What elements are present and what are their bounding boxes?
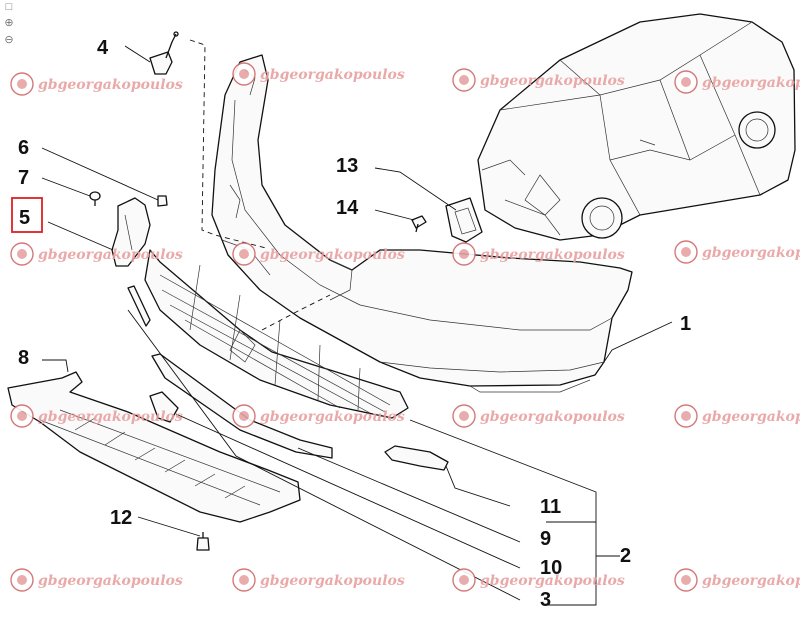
- watermark-layer: gbgeorgakopoulos gbgeorgakopoulos gbgeor…: [10, 62, 800, 592]
- watermark-logo: gbgeorgakopoulos: [452, 68, 625, 92]
- watermark-text: gbgeorgakopoulos: [260, 67, 405, 83]
- watermark-text: gbgeorgakopoulos: [480, 73, 625, 89]
- watermark-text: gbgeorgakopoulos: [38, 77, 183, 93]
- watermark-text: gbgeorgakopoulos: [260, 409, 405, 425]
- watermark-text: gbgeorgakopoulos: [480, 247, 625, 263]
- callout-12[interactable]: 12: [110, 507, 132, 529]
- callout-14[interactable]: 14: [336, 197, 359, 219]
- watermark-logo: gbgeorgakopoulos: [232, 404, 405, 428]
- callout-5[interactable]: 5: [19, 207, 30, 229]
- callout-10[interactable]: 10: [540, 557, 562, 579]
- watermark-logo: gbgeorgakopoulos: [674, 240, 800, 264]
- vehicle-illustration: [477, 13, 796, 241]
- underbody-shield-8: [7, 371, 301, 523]
- watermark-logo: gbgeorgakopoulos: [452, 242, 625, 266]
- watermark-logo: gbgeorgakopoulos: [674, 568, 800, 592]
- watermark-logo: gbgeorgakopoulos: [10, 242, 183, 266]
- callout-3[interactable]: 3: [540, 589, 551, 611]
- callout-2[interactable]: 2: [620, 545, 631, 567]
- zoom-out-icon[interactable]: ⊖: [4, 34, 14, 46]
- watermark-logo: gbgeorgakopoulos: [452, 404, 625, 428]
- callout-9[interactable]: 9: [540, 528, 551, 550]
- clip-6: [157, 195, 168, 207]
- leader-lines: [41, 45, 673, 606]
- watermark-logo: gbgeorgakopoulos: [10, 404, 183, 428]
- watermark-text: gbgeorgakopoulos: [702, 409, 800, 425]
- callout-8[interactable]: 8: [18, 347, 29, 369]
- watermark-text: gbgeorgakopoulos: [480, 573, 625, 589]
- watermark-text: gbgeorgakopoulos: [38, 573, 183, 589]
- watermark-text: gbgeorgakopoulos: [260, 247, 405, 263]
- watermark-logo: gbgeorgakopoulos: [232, 242, 405, 266]
- screw-7: [89, 191, 101, 206]
- watermark-logo: gbgeorgakopoulos: [232, 62, 405, 86]
- watermark-logo: gbgeorgakopoulos: [674, 404, 800, 428]
- watermark-text: gbgeorgakopoulos: [702, 573, 800, 589]
- watermark-text: gbgeorgakopoulos: [702, 75, 800, 91]
- fastener-12: [196, 532, 210, 551]
- mounting-bracket-4: [149, 31, 179, 75]
- callout-7[interactable]: 7: [18, 167, 29, 189]
- watermark-logo: gbgeorgakopoulos: [10, 568, 183, 592]
- front-bumper-shell: [211, 54, 633, 393]
- watermark-logo: gbgeorgakopoulos: [674, 70, 800, 94]
- watermark-logo: gbgeorgakopoulos: [10, 72, 183, 96]
- callout-5-highlight-box: [11, 197, 43, 233]
- zoom-in-icon[interactable]: ⊕: [4, 17, 14, 29]
- side-bracket-5: [111, 197, 151, 267]
- watermark-text: gbgeorgakopoulos: [38, 409, 183, 425]
- license-bracket-13: [445, 197, 483, 243]
- callout-4[interactable]: 4: [97, 37, 109, 59]
- callout-labels: 4 6 7 5 8 12 13 14 1 2 11 9 10 3: [11, 37, 691, 611]
- trim-strip-upper-left: [127, 285, 151, 327]
- trim-strip-lower-9: [151, 353, 333, 459]
- watermark-logo: gbgeorgakopoulos: [232, 568, 405, 592]
- watermark-text: gbgeorgakopoulos: [480, 409, 625, 425]
- trim-insert-10: [149, 391, 179, 423]
- watermark-text: gbgeorgakopoulos: [38, 247, 183, 263]
- page-icon[interactable]: □: [5, 1, 13, 13]
- watermark-logo: gbgeorgakopoulos: [452, 568, 625, 592]
- bolt-14: [411, 215, 427, 233]
- callout-13[interactable]: 13: [336, 155, 358, 177]
- callout-6[interactable]: 6: [18, 137, 29, 159]
- callout-11[interactable]: 11: [540, 496, 561, 518]
- trim-insert-11: [384, 445, 449, 471]
- callout-1[interactable]: 1: [680, 313, 691, 335]
- watermark-text: gbgeorgakopoulos: [260, 573, 405, 589]
- watermark-text: gbgeorgakopoulos: [702, 245, 800, 261]
- assembly-guide-line: [189, 39, 267, 249]
- front-grille: [144, 249, 409, 419]
